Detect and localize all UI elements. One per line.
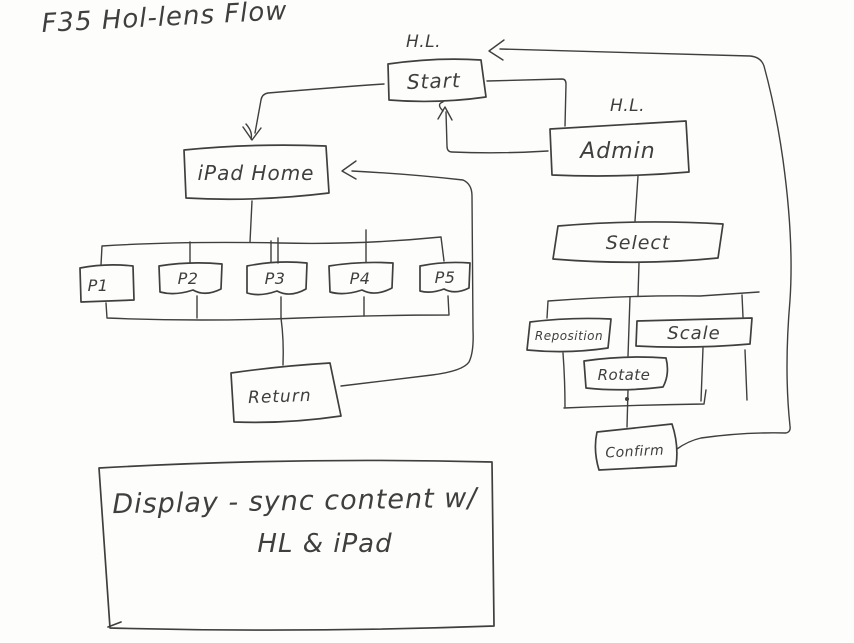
p3-box (246, 261, 308, 296)
arrowhead-into-ipadhome-top (242, 126, 262, 141)
arrowhead-into-start-bottom (437, 106, 453, 121)
pen-blob (625, 397, 629, 401)
select-box (552, 221, 724, 264)
p5-box (419, 261, 471, 293)
admin-label: Admin (578, 139, 656, 164)
edge-scale-down (700, 347, 704, 402)
scale-box (635, 317, 753, 348)
edge-start-to-admin (486, 78, 567, 127)
edge-confirm-to-start-loop (499, 48, 792, 450)
page-title: F35 Hol-lens Flow (41, 0, 288, 39)
edge-rotate-to-confirm (626, 389, 629, 428)
select-label: Select (606, 232, 671, 254)
confirm-box (594, 423, 678, 471)
arrowhead-into-start-top (488, 39, 505, 61)
rail-tools-top (546, 291, 760, 319)
rail-pages-bottom (105, 295, 450, 321)
stub-scale-top (741, 294, 744, 318)
p4-label: P4 (350, 269, 371, 288)
reposition-label: Reposition (535, 329, 603, 343)
confirm-label: Confirm (605, 442, 665, 461)
edge-admin-to-select (634, 175, 639, 222)
reposition-box (526, 317, 612, 353)
edge-start-to-ipadhome (254, 83, 385, 134)
admin-box (549, 120, 690, 177)
rail-pages-top (100, 236, 445, 266)
connectors (100, 39, 792, 450)
rail-tools-bottom (563, 389, 707, 409)
start-label: Start (406, 68, 461, 94)
rotate-label: Rotate (598, 366, 651, 384)
p1-label: P1 (88, 276, 109, 295)
p1-box (79, 264, 135, 303)
p4-box (328, 261, 394, 295)
p2-box (158, 262, 223, 295)
display-note-line2: HL & iPad (257, 529, 392, 559)
text-layer: F35 Hol-lens Flow H.L. H.L. Start iPad H… (41, 0, 720, 559)
rotate-box (583, 356, 669, 391)
edge-admin-to-start (445, 111, 549, 154)
edge-select-down (637, 262, 640, 297)
return-box (230, 362, 342, 424)
display-box (98, 459, 495, 631)
arrowhead-curl (438, 101, 444, 112)
p2-label: P2 (178, 269, 199, 288)
return-label: Return (248, 386, 312, 408)
edge-reposition-down (562, 352, 566, 408)
start-box (387, 58, 487, 103)
hl-label-admin: H.L. (610, 96, 645, 116)
boxes (79, 58, 753, 631)
hl-label-start: H.L. (406, 32, 441, 52)
p3-label: P3 (265, 269, 286, 288)
ipad-home-label: iPad Home (198, 161, 315, 185)
display-box-pen-tick (107, 621, 122, 628)
arrowhead-swoosh (245, 123, 253, 140)
scale-label: Scale (667, 323, 720, 344)
edge-ipadhome-down (249, 200, 253, 243)
edge-pages-to-return (280, 317, 284, 366)
edge-return-to-ipadhome (340, 170, 474, 387)
p5-label: P5 (435, 268, 456, 287)
display-note-line1: Display - sync content w/ (112, 483, 480, 520)
ipad-home-box (183, 144, 330, 201)
edge-splitter-to-rotate (627, 296, 631, 357)
edge-scale-down-2 (744, 349, 748, 401)
arrowhead-into-ipadhome-right (341, 160, 357, 180)
